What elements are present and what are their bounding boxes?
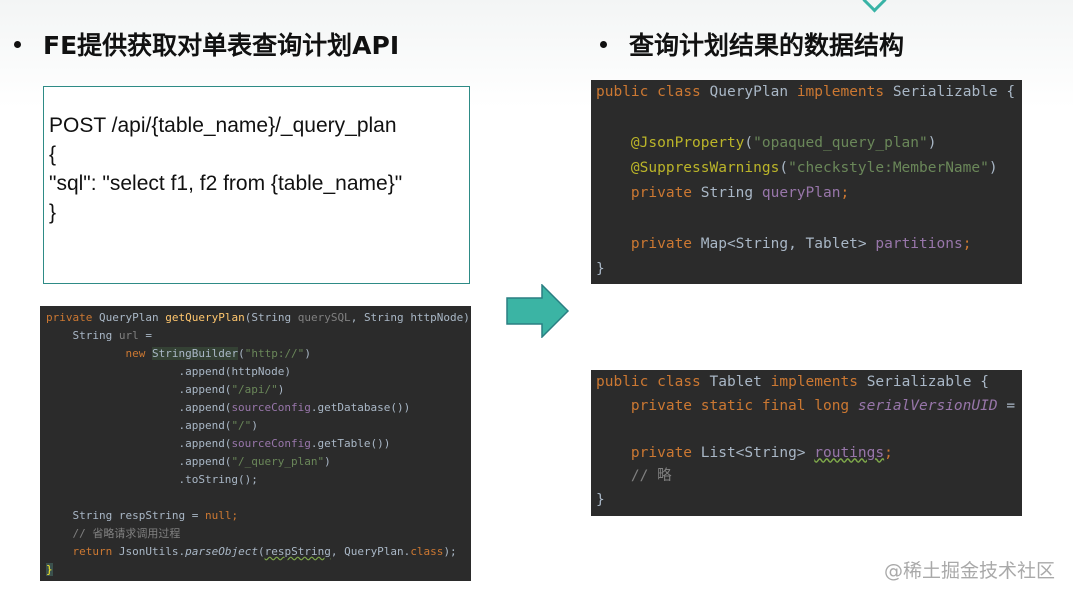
- code-line: private QueryPlan getQueryPlan(String qu…: [46, 309, 471, 327]
- code-line: private Map<String, Tablet> partitions;: [630, 235, 972, 252]
- request-line: }: [49, 201, 57, 224]
- arrow-right-icon: [506, 284, 570, 338]
- code-line: private static final long serialVersionU…: [630, 397, 1016, 414]
- query-plan-class-code: public class QueryPlan implements Serial…: [591, 80, 1022, 284]
- request-line: {: [49, 143, 57, 166]
- left-heading-text: FE提供获取对单表查询计划API: [43, 31, 400, 60]
- code-line: public class QueryPlan implements Serial…: [596, 84, 1016, 100]
- code-line: // 省略请求调用过程: [72, 527, 181, 540]
- code-line: [596, 418, 1022, 442]
- corner-decoration: [862, 0, 887, 13]
- request-line: "sql": "select f1, f2 from {table_name}": [49, 172, 403, 195]
- code-line: .append("/api/"): [178, 383, 285, 396]
- left-heading: FE提供获取对单表查询计划API: [14, 26, 399, 62]
- code-line: .append("/_query_plan"): [178, 455, 331, 468]
- code-line: new StringBuilder("http://"): [125, 347, 311, 360]
- code-line: .append(sourceConfig.getDatabase()): [178, 401, 411, 414]
- code-line: String respString = null;: [72, 509, 239, 522]
- code-line: [596, 206, 1022, 231]
- code-line: .append("/"): [178, 419, 258, 432]
- bullet-dot: [600, 40, 607, 48]
- code-line: }: [596, 491, 605, 508]
- right-heading-text: 查询计划结果的数据结构: [629, 31, 905, 60]
- code-line: @JsonProperty("opaqued_query_plan"): [630, 134, 937, 151]
- code-line: .append(sourceConfig.getTable()): [178, 437, 391, 450]
- code-line: .append(httpNode): [178, 365, 292, 378]
- code-line: }: [596, 261, 605, 278]
- request-line: POST /api/{table_name}/_query_plan: [49, 114, 397, 137]
- code-line: private String queryPlan;: [630, 185, 850, 202]
- code-line: [46, 489, 471, 507]
- code-line: }: [46, 563, 53, 576]
- code-line: // 略: [630, 468, 672, 484]
- code-line: .toString();: [178, 473, 258, 486]
- code-line: return JsonUtils.parseObject(respString,…: [72, 545, 457, 558]
- code-line: private List<String> routings;: [630, 444, 893, 461]
- watermark: @稀土掘金技术社区: [883, 560, 1055, 582]
- right-heading: 查询计划结果的数据结构: [600, 26, 904, 62]
- get-query-plan-code: private QueryPlan getQueryPlan(String qu…: [40, 306, 471, 581]
- code-line: String url =: [72, 329, 153, 342]
- code-line: [596, 105, 1022, 130]
- code-line: @SuppressWarnings("checkstyle:MemberName…: [630, 159, 998, 176]
- api-request-box: POST /api/{table_name}/_query_plan { "sq…: [43, 86, 470, 284]
- tablet-class-code: public class Tablet implements Serializa…: [591, 370, 1022, 516]
- bullet-dot: [14, 40, 21, 48]
- code-line: public class Tablet implements Serializa…: [596, 374, 989, 390]
